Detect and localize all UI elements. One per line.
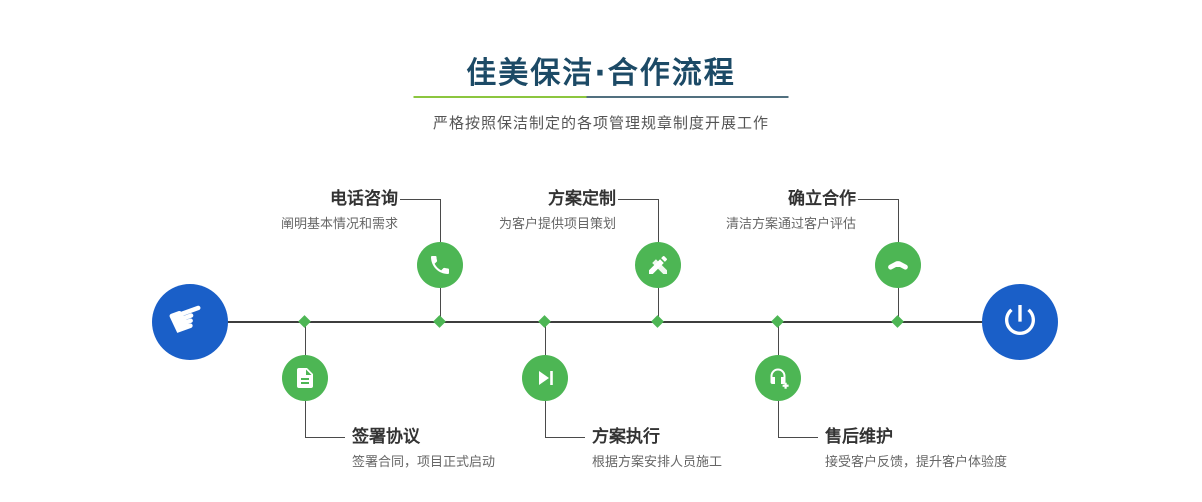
connector-line xyxy=(658,199,659,242)
connector-line xyxy=(898,288,899,321)
timeline-node-marker xyxy=(298,315,311,328)
step-title: 方案定制 xyxy=(548,189,616,209)
step-plan-execution: 方案执行 根据方案安排人员施工 xyxy=(592,428,722,470)
play-execute-icon xyxy=(533,366,557,390)
design-pencils-icon xyxy=(646,253,670,277)
step-after-sales: 售后维护 接受客户反馈，提升客户体验度 xyxy=(825,428,1007,470)
step-desc: 根据方案安排人员施工 xyxy=(592,455,723,470)
connector-line xyxy=(778,323,779,355)
divider-green-segment xyxy=(413,96,586,98)
process-end-badge xyxy=(982,284,1058,360)
after-sales-step-node xyxy=(755,355,801,401)
connector-line xyxy=(858,199,898,200)
timeline-node-marker xyxy=(433,315,446,328)
connector-line xyxy=(400,199,440,200)
timeline-node-marker xyxy=(771,315,784,328)
step-sign-agreement: 签署协议 签署合同，项目正式启动 xyxy=(352,428,495,470)
power-icon xyxy=(1000,300,1040,344)
connector-line xyxy=(440,199,441,242)
step-desc: 签署合同，项目正式启动 xyxy=(352,455,496,470)
page-title: 佳美保洁·合作流程 xyxy=(466,56,736,91)
timeline-node-marker xyxy=(891,315,904,328)
step-plan-customize: 方案定制 为客户提供项目策划 xyxy=(499,190,616,232)
connector-line xyxy=(545,401,546,437)
contract-document-icon xyxy=(293,366,317,390)
connector-line xyxy=(658,288,659,321)
step-title: 签署协议 xyxy=(352,427,420,447)
connector-line xyxy=(305,323,306,355)
page-subtitle: 严格按照保洁制定的各项管理规章制度开展工作 xyxy=(432,114,769,132)
step-title: 确立合作 xyxy=(788,189,856,209)
divider-slate-segment xyxy=(586,96,789,98)
connector-line xyxy=(305,401,306,437)
connector-line xyxy=(440,288,441,321)
connector-line xyxy=(305,437,345,438)
step-desc: 为客户提供项目策划 xyxy=(498,217,616,232)
execute-step-node xyxy=(522,355,568,401)
design-step-node xyxy=(635,242,681,288)
sign-step-node xyxy=(282,355,328,401)
connector-line xyxy=(545,437,585,438)
connector-line xyxy=(545,323,546,355)
step-desc: 阐明基本情况和需求 xyxy=(280,217,398,232)
handshake-icon xyxy=(885,252,911,278)
timeline-node-marker xyxy=(538,315,551,328)
phone-step-node xyxy=(417,242,463,288)
step-title: 售后维护 xyxy=(825,427,893,447)
headset-support-icon xyxy=(766,366,790,390)
step-title: 电话咨询 xyxy=(330,189,398,209)
phone-icon xyxy=(428,253,452,277)
step-title: 方案执行 xyxy=(592,427,660,447)
timeline-line xyxy=(190,321,1020,323)
cooperation-step-node xyxy=(875,242,921,288)
step-desc: 清洁方案通过客户评估 xyxy=(725,217,856,232)
timeline-node-marker xyxy=(651,315,664,328)
connector-line xyxy=(778,437,818,438)
pointer-hand-icon: ☛ xyxy=(160,288,216,350)
title-divider xyxy=(413,96,789,98)
connector-line xyxy=(898,199,899,242)
step-phone-consult: 电话咨询 阐明基本情况和需求 xyxy=(281,190,398,232)
step-establish-cooperation: 确立合作 清洁方案通过客户评估 xyxy=(726,190,856,232)
step-desc: 接受客户反馈，提升客户体验度 xyxy=(825,455,1008,470)
connector-line xyxy=(618,199,658,200)
connector-line xyxy=(778,401,779,437)
process-start-badge: ☛ xyxy=(152,284,228,360)
